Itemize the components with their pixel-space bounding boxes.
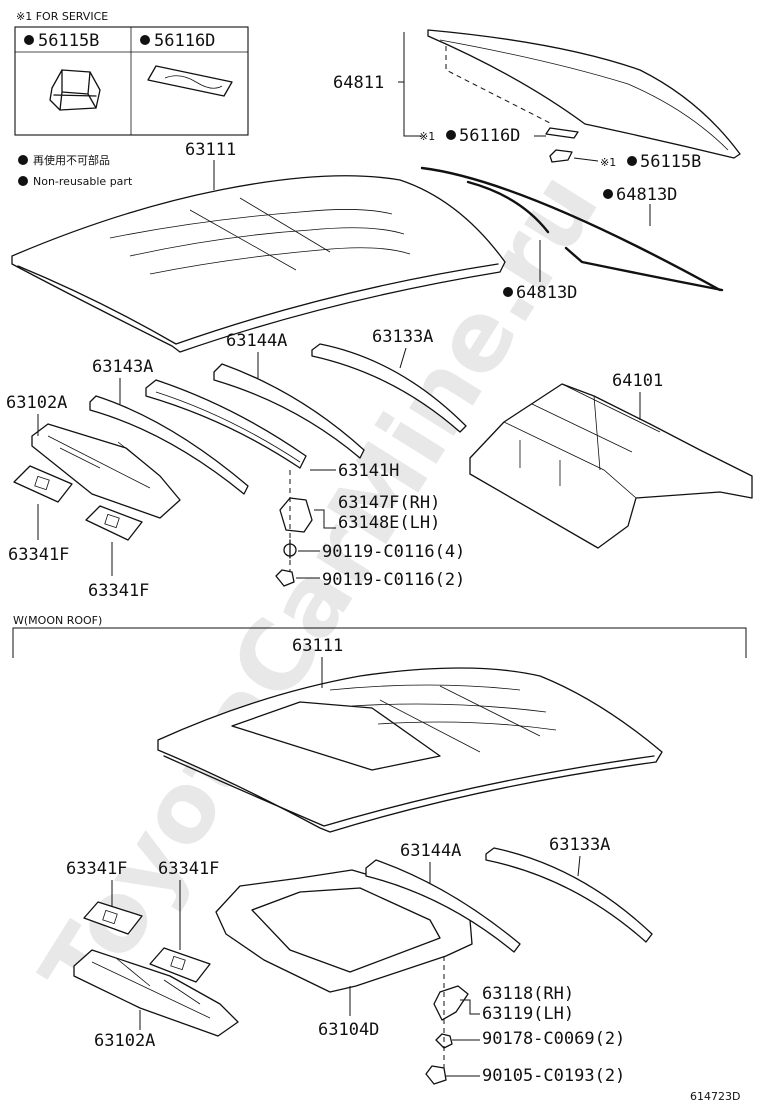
moonroof-section: W(MOON ROOF) [12,614,747,1086]
tape-56116d-drawing [147,65,233,97]
label-64813d-b: 64813D [516,283,577,303]
clip-part-small [549,149,573,163]
service-box-title: ※1 FOR SERVICE [16,10,108,23]
label-63147f: 63147F(RH) [338,493,440,513]
pad-63341f-c [83,901,143,935]
label-63133a-top: 63133A [372,327,433,347]
legend: 再使用不可部品 Non-reusable part [18,153,133,188]
front-header-panel-63102a [31,423,181,519]
label-64101: 64101 [612,371,663,391]
front-header-panel-63102a-moonroof [73,949,239,1037]
label-90119-4: 90119-C0116(4) [322,542,465,562]
tape-part-small [545,127,579,139]
label-63102a-top: 63102A [6,393,67,413]
non-reusable-dot-icon [503,287,513,297]
roof-bow-63144a-moonroof [365,859,521,953]
clip-56115b-drawing [49,69,101,111]
nut-90105 [425,1065,447,1085]
label-63144a-moonroof: 63144A [400,841,461,861]
label-63141h: 63141H [338,461,399,481]
moonroof-frame-63104d [215,869,473,993]
label-63341f-b: 63341F [88,581,149,601]
label-63104d: 63104D [318,1020,379,1040]
label-63119: 63119(LH) [482,1004,574,1024]
top-labels: 64811 ※1 56116D ※1 56115B 64813D 64813D … [6,32,701,601]
label-64813d-a: 64813D [616,185,677,205]
roof-panel-63111 [11,175,506,353]
rear-glass-64811 [427,29,741,159]
label-63111-moonroof: 63111 [292,636,343,656]
label-63341f-d: 63341F [158,859,219,879]
label-63102a-moonroof: 63102A [94,1031,155,1051]
label-90178: 90178-C0069(2) [482,1029,625,1049]
rear-panel-64101 [469,383,753,549]
label-ref-1b: ※1 [600,156,616,169]
legend-en: Non-reusable part [33,175,133,188]
non-reusable-dot-icon [18,155,28,165]
non-reusable-dot-icon [446,130,456,140]
header-63141h [145,379,307,469]
label-63148e: 63148E(LH) [338,513,440,533]
non-reusable-dot-icon [140,35,150,45]
label-90119-2: 90119-C0116(2) [322,570,465,590]
roof-bow-63133a-moonroof [485,847,653,943]
label-63143a: 63143A [92,357,153,377]
label-64811: 64811 [333,73,384,93]
bracket-63147f [279,497,313,533]
label-63118: 63118(RH) [482,984,574,1004]
non-reusable-dot-icon [24,35,34,45]
legend-jp: 再使用不可部品 [33,153,110,167]
label-ref-1a: ※1 [419,130,435,143]
non-reusable-dot-icon [18,176,28,186]
bracket-63118 [433,985,469,1021]
roof-panel-63111-moonroof [157,667,663,833]
service-box: ※1 FOR SERVICE 56115B 56116D [14,10,249,136]
label-90105: 90105-C0193(2) [482,1066,625,1086]
label-63111-top: 63111 [185,140,236,160]
roof-bow-63143a [89,395,249,495]
label-63133a-moonroof: 63133A [549,835,610,855]
non-reusable-dot-icon [627,156,637,166]
label-63341f-a: 63341F [8,545,69,565]
pad-63341f-b [85,505,143,541]
nut-90119-2 [275,569,295,587]
footer-code: 614723D [690,1090,740,1103]
roof-bow-63144a [213,363,365,459]
label-63144a-top: 63144A [226,331,287,351]
moonroof-title: W(MOON ROOF) [13,614,102,627]
label-56115b: 56115B [640,152,701,172]
pad-63341f-a [13,465,73,503]
pad-63341f-d [149,947,211,983]
service-part-56116d: 56116D [154,31,215,51]
label-56116d: 56116D [459,126,520,146]
moulding-64813d [420,166,724,292]
service-part-56115b: 56115B [38,31,99,51]
non-reusable-dot-icon [603,189,613,199]
label-63341f-c: 63341F [66,859,127,879]
roof-bow-63133a [311,343,467,433]
